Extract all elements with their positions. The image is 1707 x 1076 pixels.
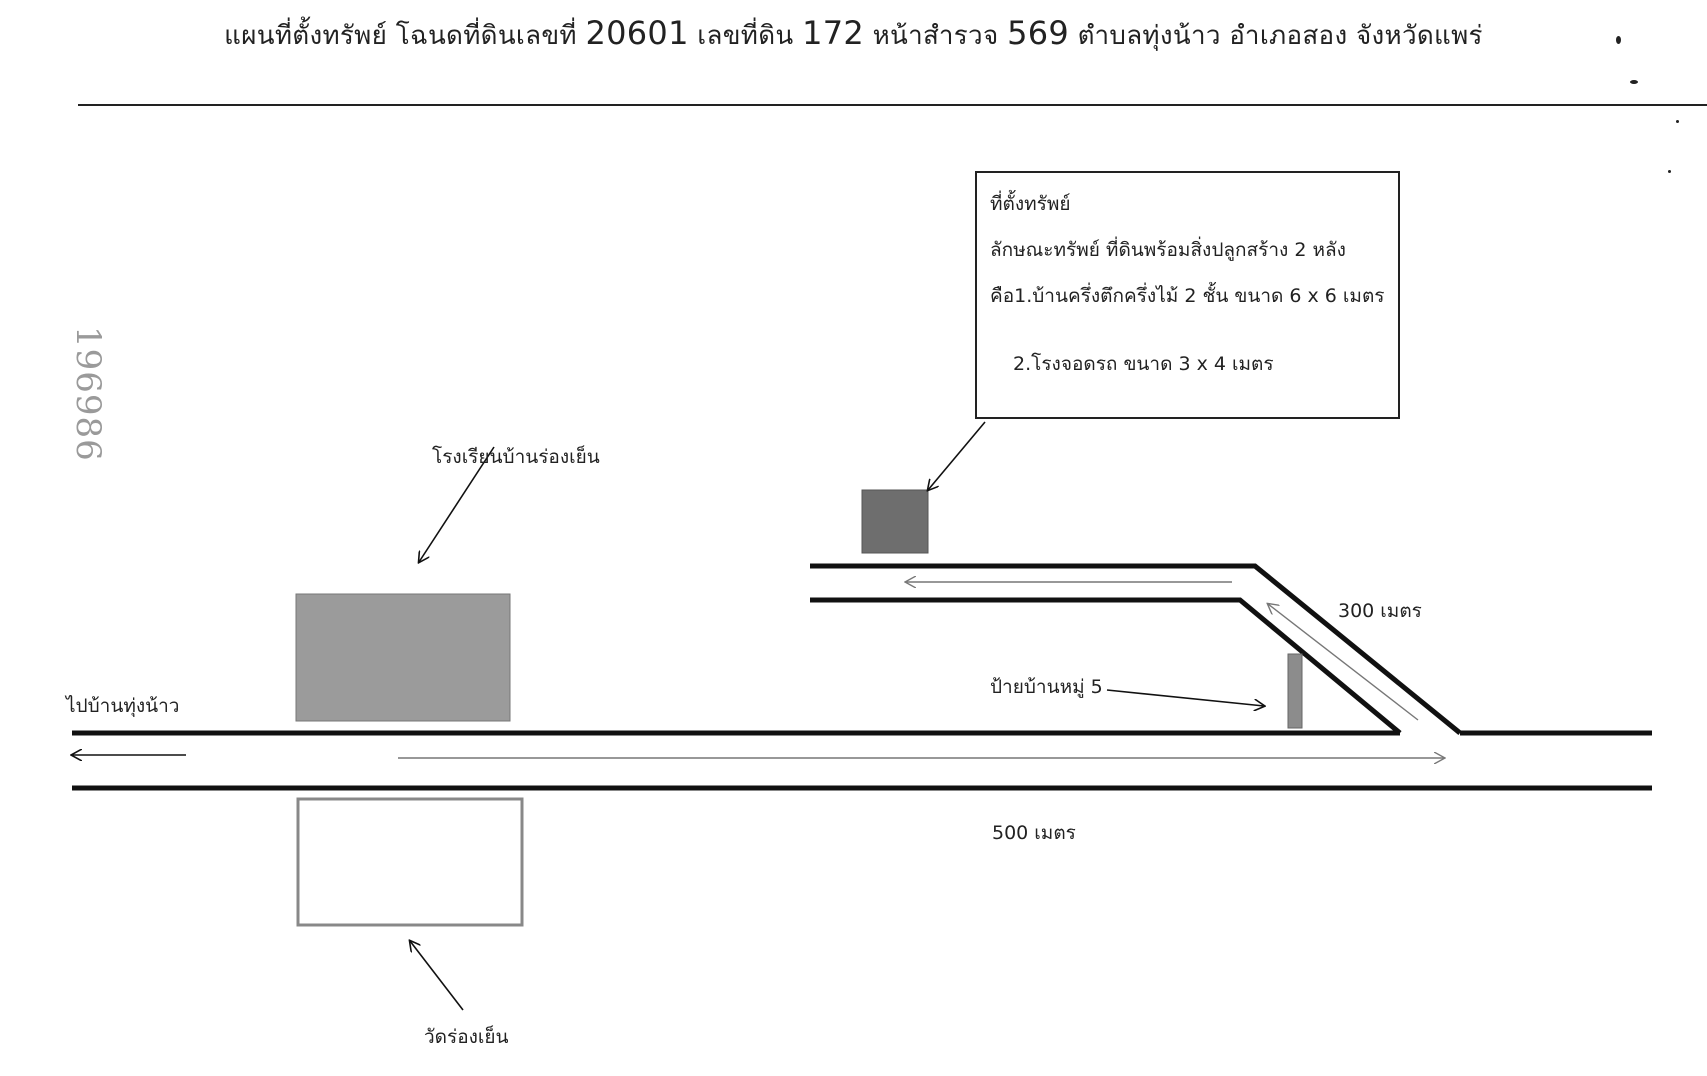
scan-speck: [1668, 170, 1671, 173]
survey-page: 569: [1007, 14, 1070, 52]
property-pointer-arrow: [928, 421, 986, 490]
land-number: 172: [802, 14, 865, 52]
title-part2: เลขที่ดิน: [688, 21, 803, 51]
deed-number: 20601: [585, 14, 689, 52]
scan-speck: [1616, 36, 1621, 44]
scan-speck: [1630, 80, 1638, 84]
side-road: [810, 563, 1462, 735]
village-sign-post: [1287, 653, 1303, 729]
label-temple: วัดร่องเย็น: [424, 1026, 509, 1048]
info-line-garage: 2.โรงจอดรถ ขนาด 3 x 4 เมตร: [1013, 353, 1274, 375]
temple-building: [296, 797, 524, 927]
label-distance-300: 300 เมตร: [1338, 600, 1422, 622]
village-sign-pointer-arrow: [1106, 689, 1264, 706]
title-part1: แผนที่ตั้งทรัพย์ โฉนดที่ดินเลขที่: [224, 21, 586, 51]
info-heading: ที่ตั้งทรัพย์: [990, 193, 1071, 215]
title-divider: [78, 104, 1707, 106]
title-part4: ตำบลทุ่งน้าว อำเภอสอง จังหวัดแพร่: [1069, 21, 1483, 51]
property-building: [861, 489, 929, 554]
label-distance-500: 500 เมตร: [992, 822, 1076, 844]
label-school: โรงเรียนบ้านร่องเย็น: [432, 446, 600, 468]
side-road-outer-edge: [810, 563, 1462, 735]
scan-speck: [1676, 120, 1679, 123]
side-road-inner-edge: [810, 597, 1402, 735]
temple-pointer-arrow: [410, 941, 464, 1011]
handwritten-note: 196986: [68, 326, 108, 462]
label-to-village: ไปบ้านทุ่งน้าว: [66, 695, 180, 717]
map-title: แผนที่ตั้งทรัพย์ โฉนดที่ดินเลขที่ 20601 …: [0, 14, 1707, 56]
title-part3: หน้าสำรวจ: [864, 21, 1008, 51]
info-line-property-type: ลักษณะทรัพย์ ที่ดินพร้อมสิ่งปลูกสร้าง 2 …: [990, 239, 1346, 261]
main-road: [72, 730, 1652, 791]
school-building: [295, 593, 511, 722]
direction-arrow-300m: [1268, 604, 1419, 721]
label-village-sign: ป้ายบ้านหมู่ 5: [990, 676, 1103, 698]
property-info-box: ที่ตั้งทรัพย์ ลักษณะทรัพย์ ที่ดินพร้อมสิ…: [975, 171, 1400, 419]
school-pointer-arrow: [419, 446, 495, 562]
info-line-house: คือ1.บ้านครึ่งตึกครึ่งไม้ 2 ชั้น ขนาด 6 …: [990, 285, 1385, 307]
